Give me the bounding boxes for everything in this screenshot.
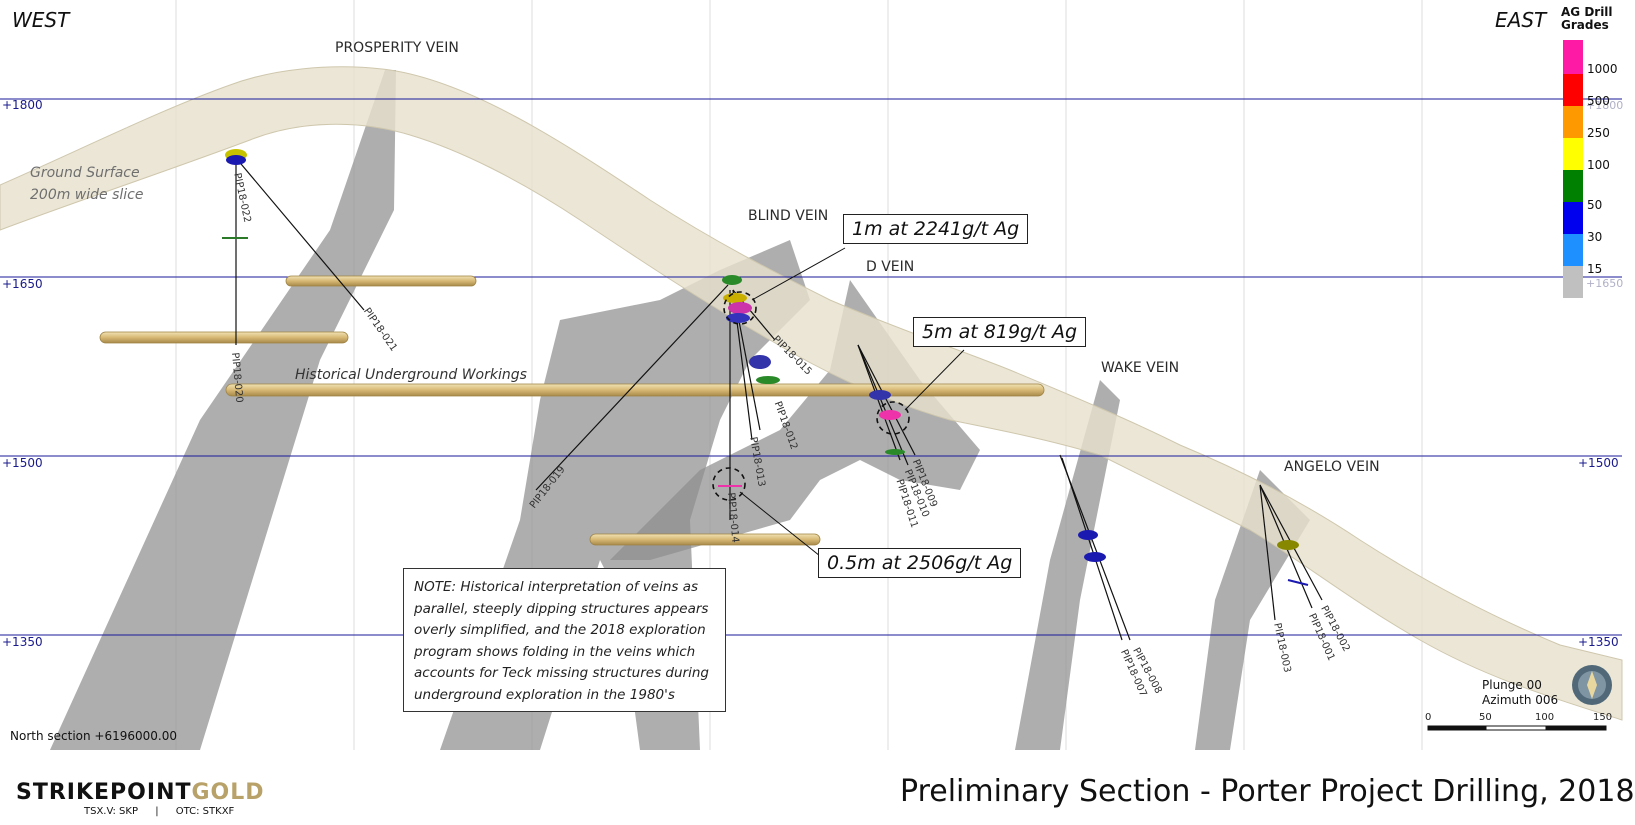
elevation-1650-right: +1650 xyxy=(1586,277,1624,290)
elevation-1650: +1650 xyxy=(2,277,43,291)
scale-tick-50: 50 xyxy=(1479,712,1492,723)
section-canvas xyxy=(0,0,1623,750)
tunnel-lower xyxy=(589,533,821,546)
elevation-1800-right: +1800 xyxy=(1586,99,1624,112)
legend-title-line2: Grades xyxy=(1561,18,1609,32)
ticker-otc: OTC: STKXF xyxy=(175,806,235,817)
trace-011 xyxy=(857,344,901,461)
legend-label-500: 500 xyxy=(1587,94,1610,108)
page-title: Preliminary Section - Porter Project Dri… xyxy=(900,774,1635,809)
trace-007 xyxy=(1061,457,1123,641)
ground-surface-title: Ground Surface xyxy=(30,165,140,181)
west-label: WEST xyxy=(12,8,70,32)
ground-surface xyxy=(0,66,1623,721)
scale-tick-0: 0 xyxy=(1425,712,1432,723)
blind-vein-label: BLIND VEIN xyxy=(748,208,829,224)
callout-2241: 1m at 2241g/t Ag xyxy=(843,214,1029,244)
trace-003 xyxy=(1259,484,1276,621)
north-section-label: North section +6196000.00 xyxy=(10,729,177,743)
legend-label-1000: 1000 xyxy=(1587,62,1618,76)
interpretation-note: NOTE: Historical interpretation of veins… xyxy=(403,568,726,712)
assay-intercepts xyxy=(222,149,1309,586)
compass-icon xyxy=(1572,665,1612,705)
legend-label-100: 100 xyxy=(1587,158,1610,172)
scale-tick-150: 150 xyxy=(1593,712,1613,723)
intercept-highlights xyxy=(712,291,910,501)
scale-bar xyxy=(1427,725,1607,731)
elevation-1800: +1800 xyxy=(2,98,43,112)
footer: STRIKEPOINTGOLD TSX.V: SKP | OTC: STKXF … xyxy=(0,750,1635,825)
ticker-separator: | xyxy=(155,806,159,817)
callout-819: 5m at 819g/t Ag xyxy=(913,317,1087,347)
legend-bar xyxy=(1563,40,1583,298)
elevation-lines xyxy=(0,98,1622,636)
scale-tick-100: 100 xyxy=(1535,712,1555,723)
wake-vein-label: WAKE VEIN xyxy=(1101,360,1180,376)
workings-label: Historical Underground Workings xyxy=(295,367,527,383)
elevation-1500: +1500 xyxy=(2,456,43,470)
elevation-1350: +1350 xyxy=(2,635,43,649)
drill-traces xyxy=(235,157,1323,641)
plunge-label: Plunge 00 xyxy=(1482,678,1542,692)
prosperity-vein-label: PROSPERITY VEIN xyxy=(335,40,459,56)
legend-title: AG Drill Grades xyxy=(1561,6,1613,32)
tunnel-main xyxy=(225,383,1045,397)
tunnel-west xyxy=(99,331,349,344)
underground-workings xyxy=(99,275,1045,546)
brand-name-a: STRIKEPOINT xyxy=(16,780,192,805)
legend-title-line1: AG Drill xyxy=(1561,5,1613,19)
legend-label-250: 250 xyxy=(1587,126,1610,140)
slice-width-label: 200m wide slice xyxy=(30,187,144,203)
azimuth-label: Azimuth 006 xyxy=(1482,693,1559,707)
legend-label-15: 15 xyxy=(1587,262,1603,276)
tunnel-upper xyxy=(285,275,477,287)
trace-009 xyxy=(857,344,916,456)
d-vein-label: D VEIN xyxy=(866,259,915,275)
angelo-vein-label: ANGELO VEIN xyxy=(1284,459,1380,475)
trace-019 xyxy=(535,284,729,491)
prosperity-vein-body xyxy=(50,70,396,750)
trace-021 xyxy=(235,157,365,311)
legend-label-50: 50 xyxy=(1587,198,1603,212)
elevation-1500-right: +1500 xyxy=(1578,456,1619,470)
elevation-1350-right: +1350 xyxy=(1578,635,1619,649)
brand-logo: STRIKEPOINTGOLD xyxy=(16,780,265,805)
cross-section-view: WEST EAST +1800 +1650 +1500 +1350 +1500 … xyxy=(0,0,1624,750)
ground-surface-label: Ground Surface 200m wide slice xyxy=(30,162,143,206)
brand-name-b: GOLD xyxy=(191,780,265,805)
callout-2506: 0.5m at 2506g/t Ag xyxy=(818,548,1022,578)
wake-vein-body xyxy=(1015,380,1120,750)
legend-label-30: 30 xyxy=(1587,230,1603,244)
east-label: EAST xyxy=(1495,8,1547,32)
ticker-tsx: TSX.V: SKP xyxy=(84,806,138,817)
callout-leaders xyxy=(739,247,965,557)
ticker-line: TSX.V: SKP | OTC: STKXF xyxy=(84,806,234,817)
